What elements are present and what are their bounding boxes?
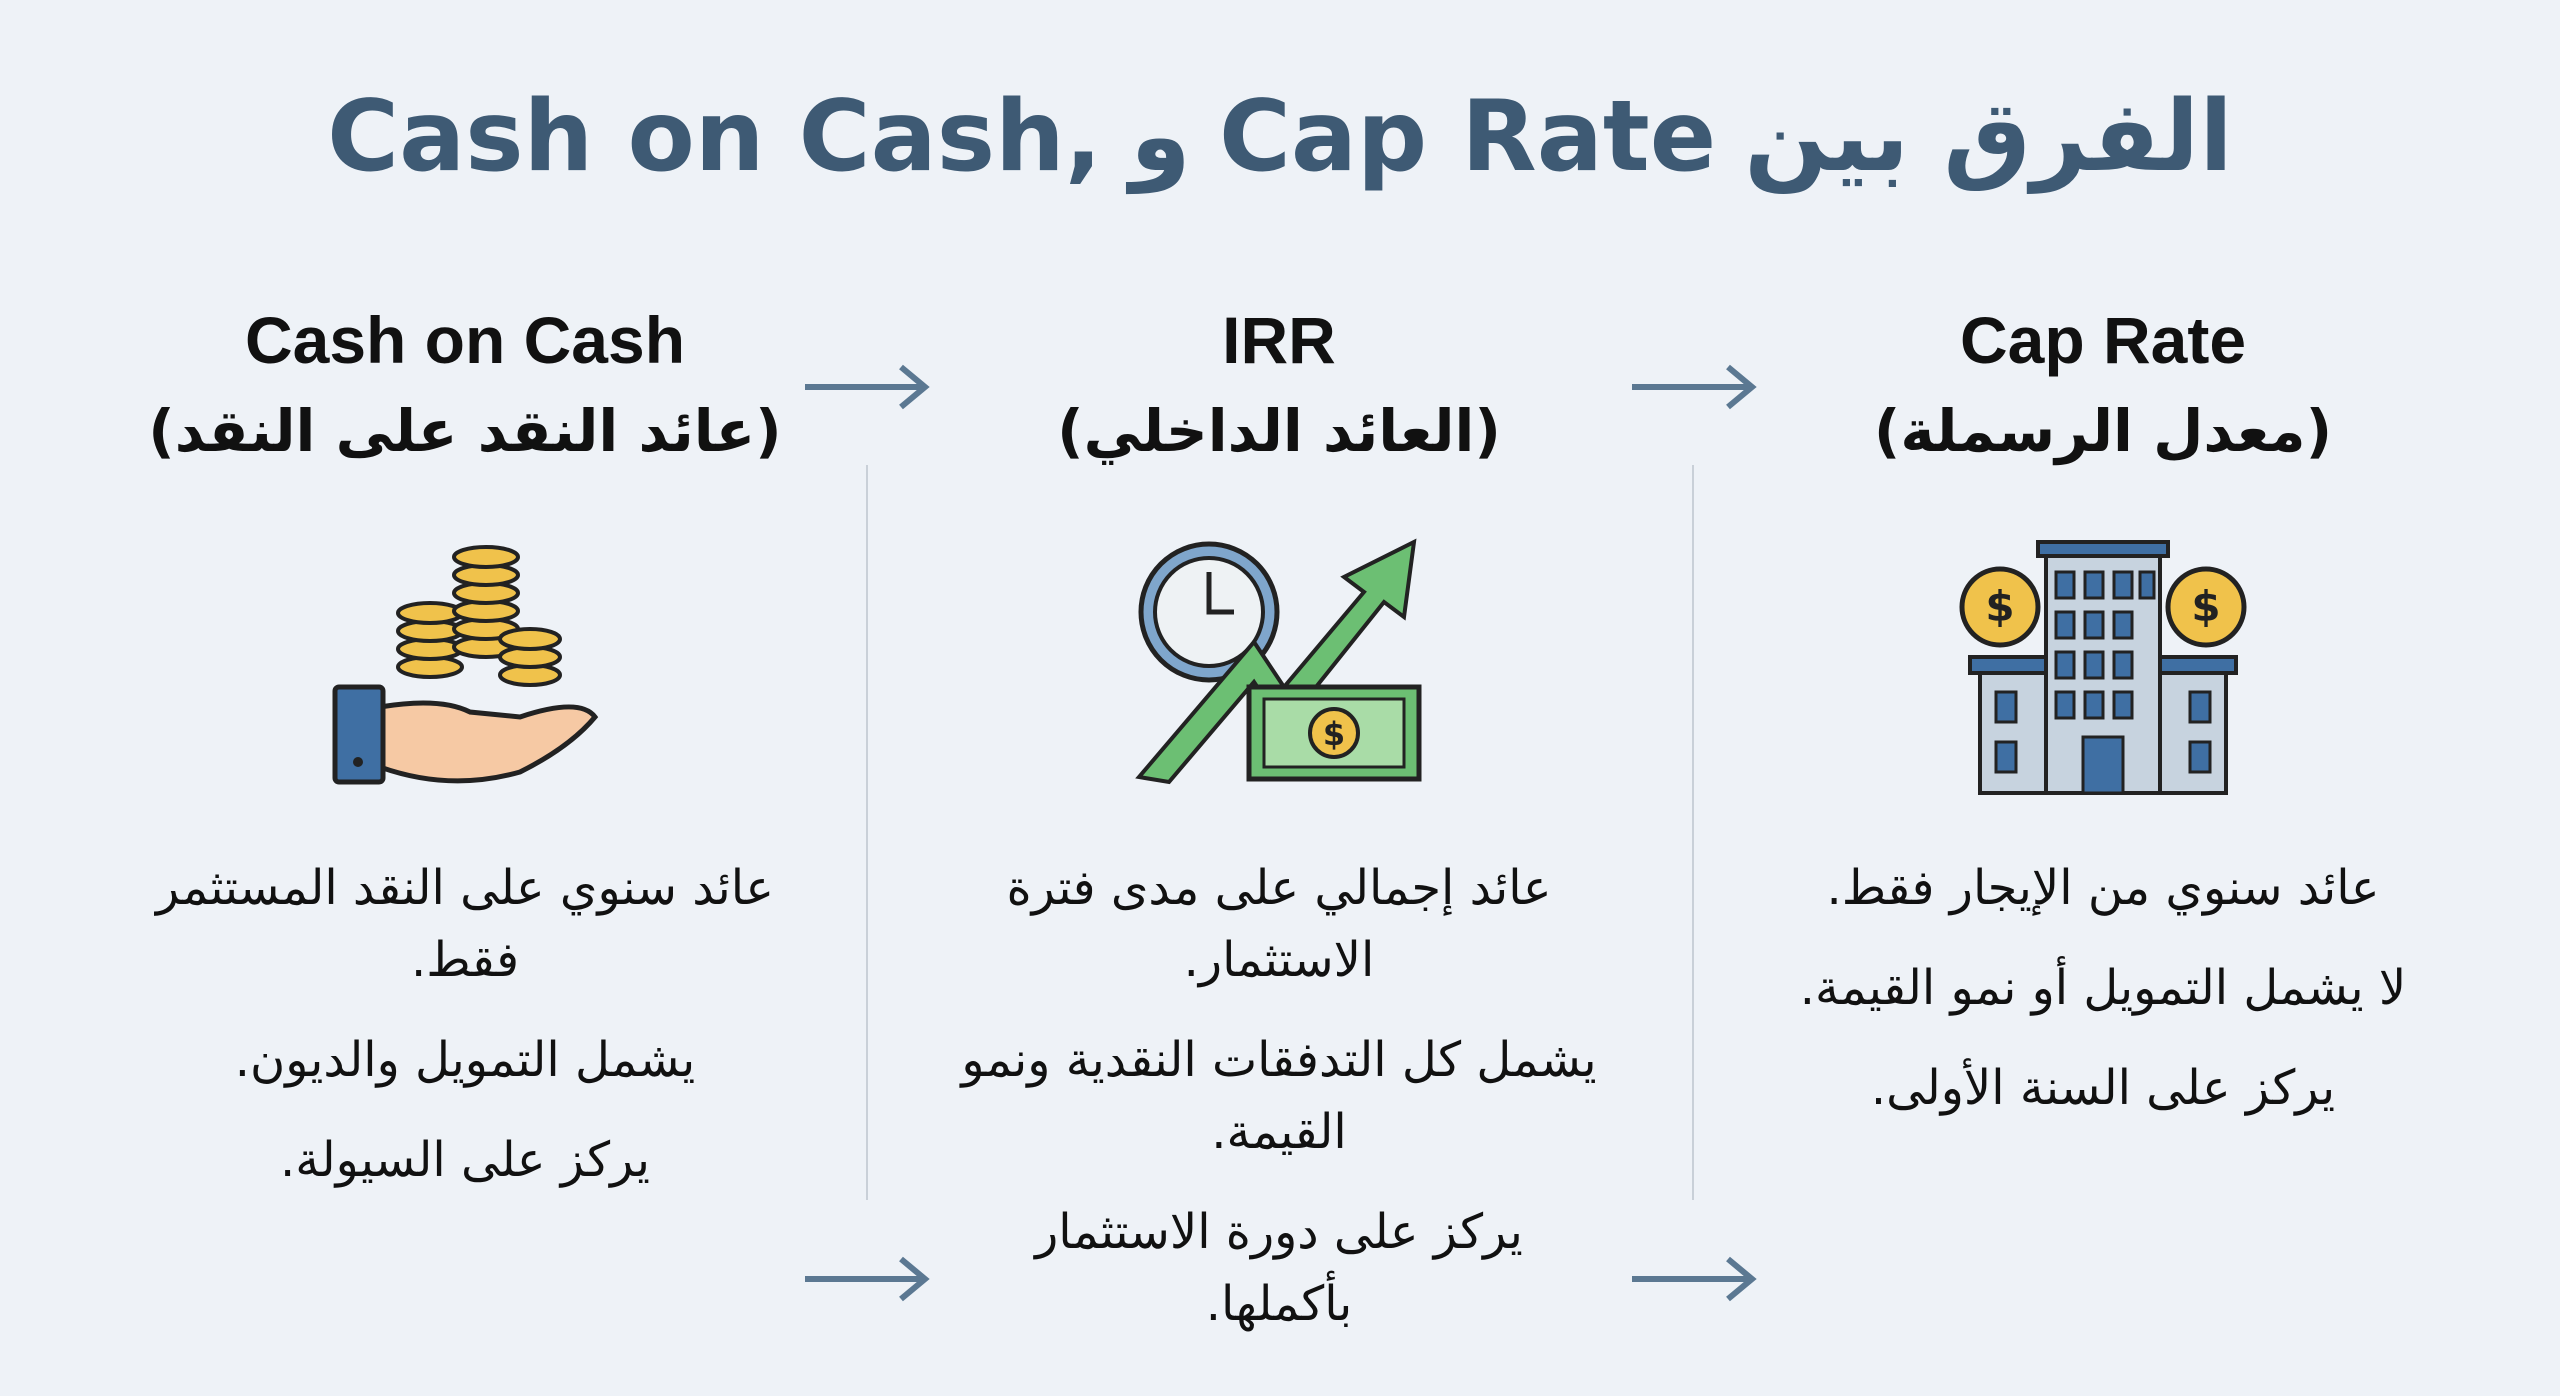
- svg-text:$: $: [2191, 582, 2220, 631]
- column-subheading: (معدل الرسملة): [1873, 397, 2333, 465]
- point: عائد سنوي على النقد المستثمر فقط.: [155, 860, 775, 988]
- column-heading: IRR: [1222, 303, 1336, 377]
- column-heading: Cap Rate: [1959, 303, 2247, 377]
- point: يركز على السيولة.: [280, 1132, 650, 1188]
- column-heading: Cash on Cash: [244, 303, 686, 377]
- column-cap-rate: Cap Rate (معدل الرسملة) $ $ عائد سن: [1723, 295, 2483, 1152]
- point: عائد سنوي من الإيجار فقط.: [1826, 860, 2380, 916]
- column-subheading: (عائد النقد على النقد): [148, 397, 782, 465]
- column-divider: [866, 465, 868, 1200]
- column-irr: IRR (العائد الداخلي) $ عائد إجمالي على م…: [899, 295, 1659, 1368]
- arrow-right-icon: [1632, 1256, 1757, 1302]
- svg-text:$: $: [1985, 582, 2014, 631]
- title-arabic: الفرق بين: [1744, 80, 2233, 194]
- arrow-right-icon: [805, 1256, 930, 1302]
- building-coins-icon: $ $: [1723, 522, 2483, 812]
- page-title: Cash on Cash, و Cap Rate الفرق بين: [0, 80, 2560, 194]
- point: لا يشمل التمويل أو نمو القيمة.: [1799, 960, 2407, 1016]
- title-term2: Cash on Cash,: [327, 80, 1103, 194]
- column-subheading: (العائد الداخلي): [1057, 397, 1501, 465]
- arrow-right-icon: [1632, 364, 1757, 410]
- point: يركز على دورة الاستثمار بأكملها.: [1035, 1204, 1523, 1332]
- column-cash-on-cash: Cash on Cash (عائد النقد على النقد) عائد…: [85, 295, 845, 1224]
- svg-text:$: $: [1323, 715, 1345, 753]
- point: يشمل التمويل والديون.: [234, 1032, 696, 1088]
- point: يشمل كل التدفقات النقدية ونمو القيمة.: [961, 1032, 1597, 1160]
- point: يركز على السنة الأولى.: [1870, 1060, 2336, 1116]
- arrow-right-icon: [805, 364, 930, 410]
- hand-coins-icon: [85, 522, 845, 812]
- clock-growth-money-icon: $: [899, 522, 1659, 812]
- title-term1: Cap Rate: [1218, 80, 1717, 194]
- column-divider: [1692, 465, 1694, 1200]
- point: عائد إجمالي على مدى فترة الاستثمار.: [1006, 860, 1552, 988]
- title-and: و: [1130, 80, 1191, 194]
